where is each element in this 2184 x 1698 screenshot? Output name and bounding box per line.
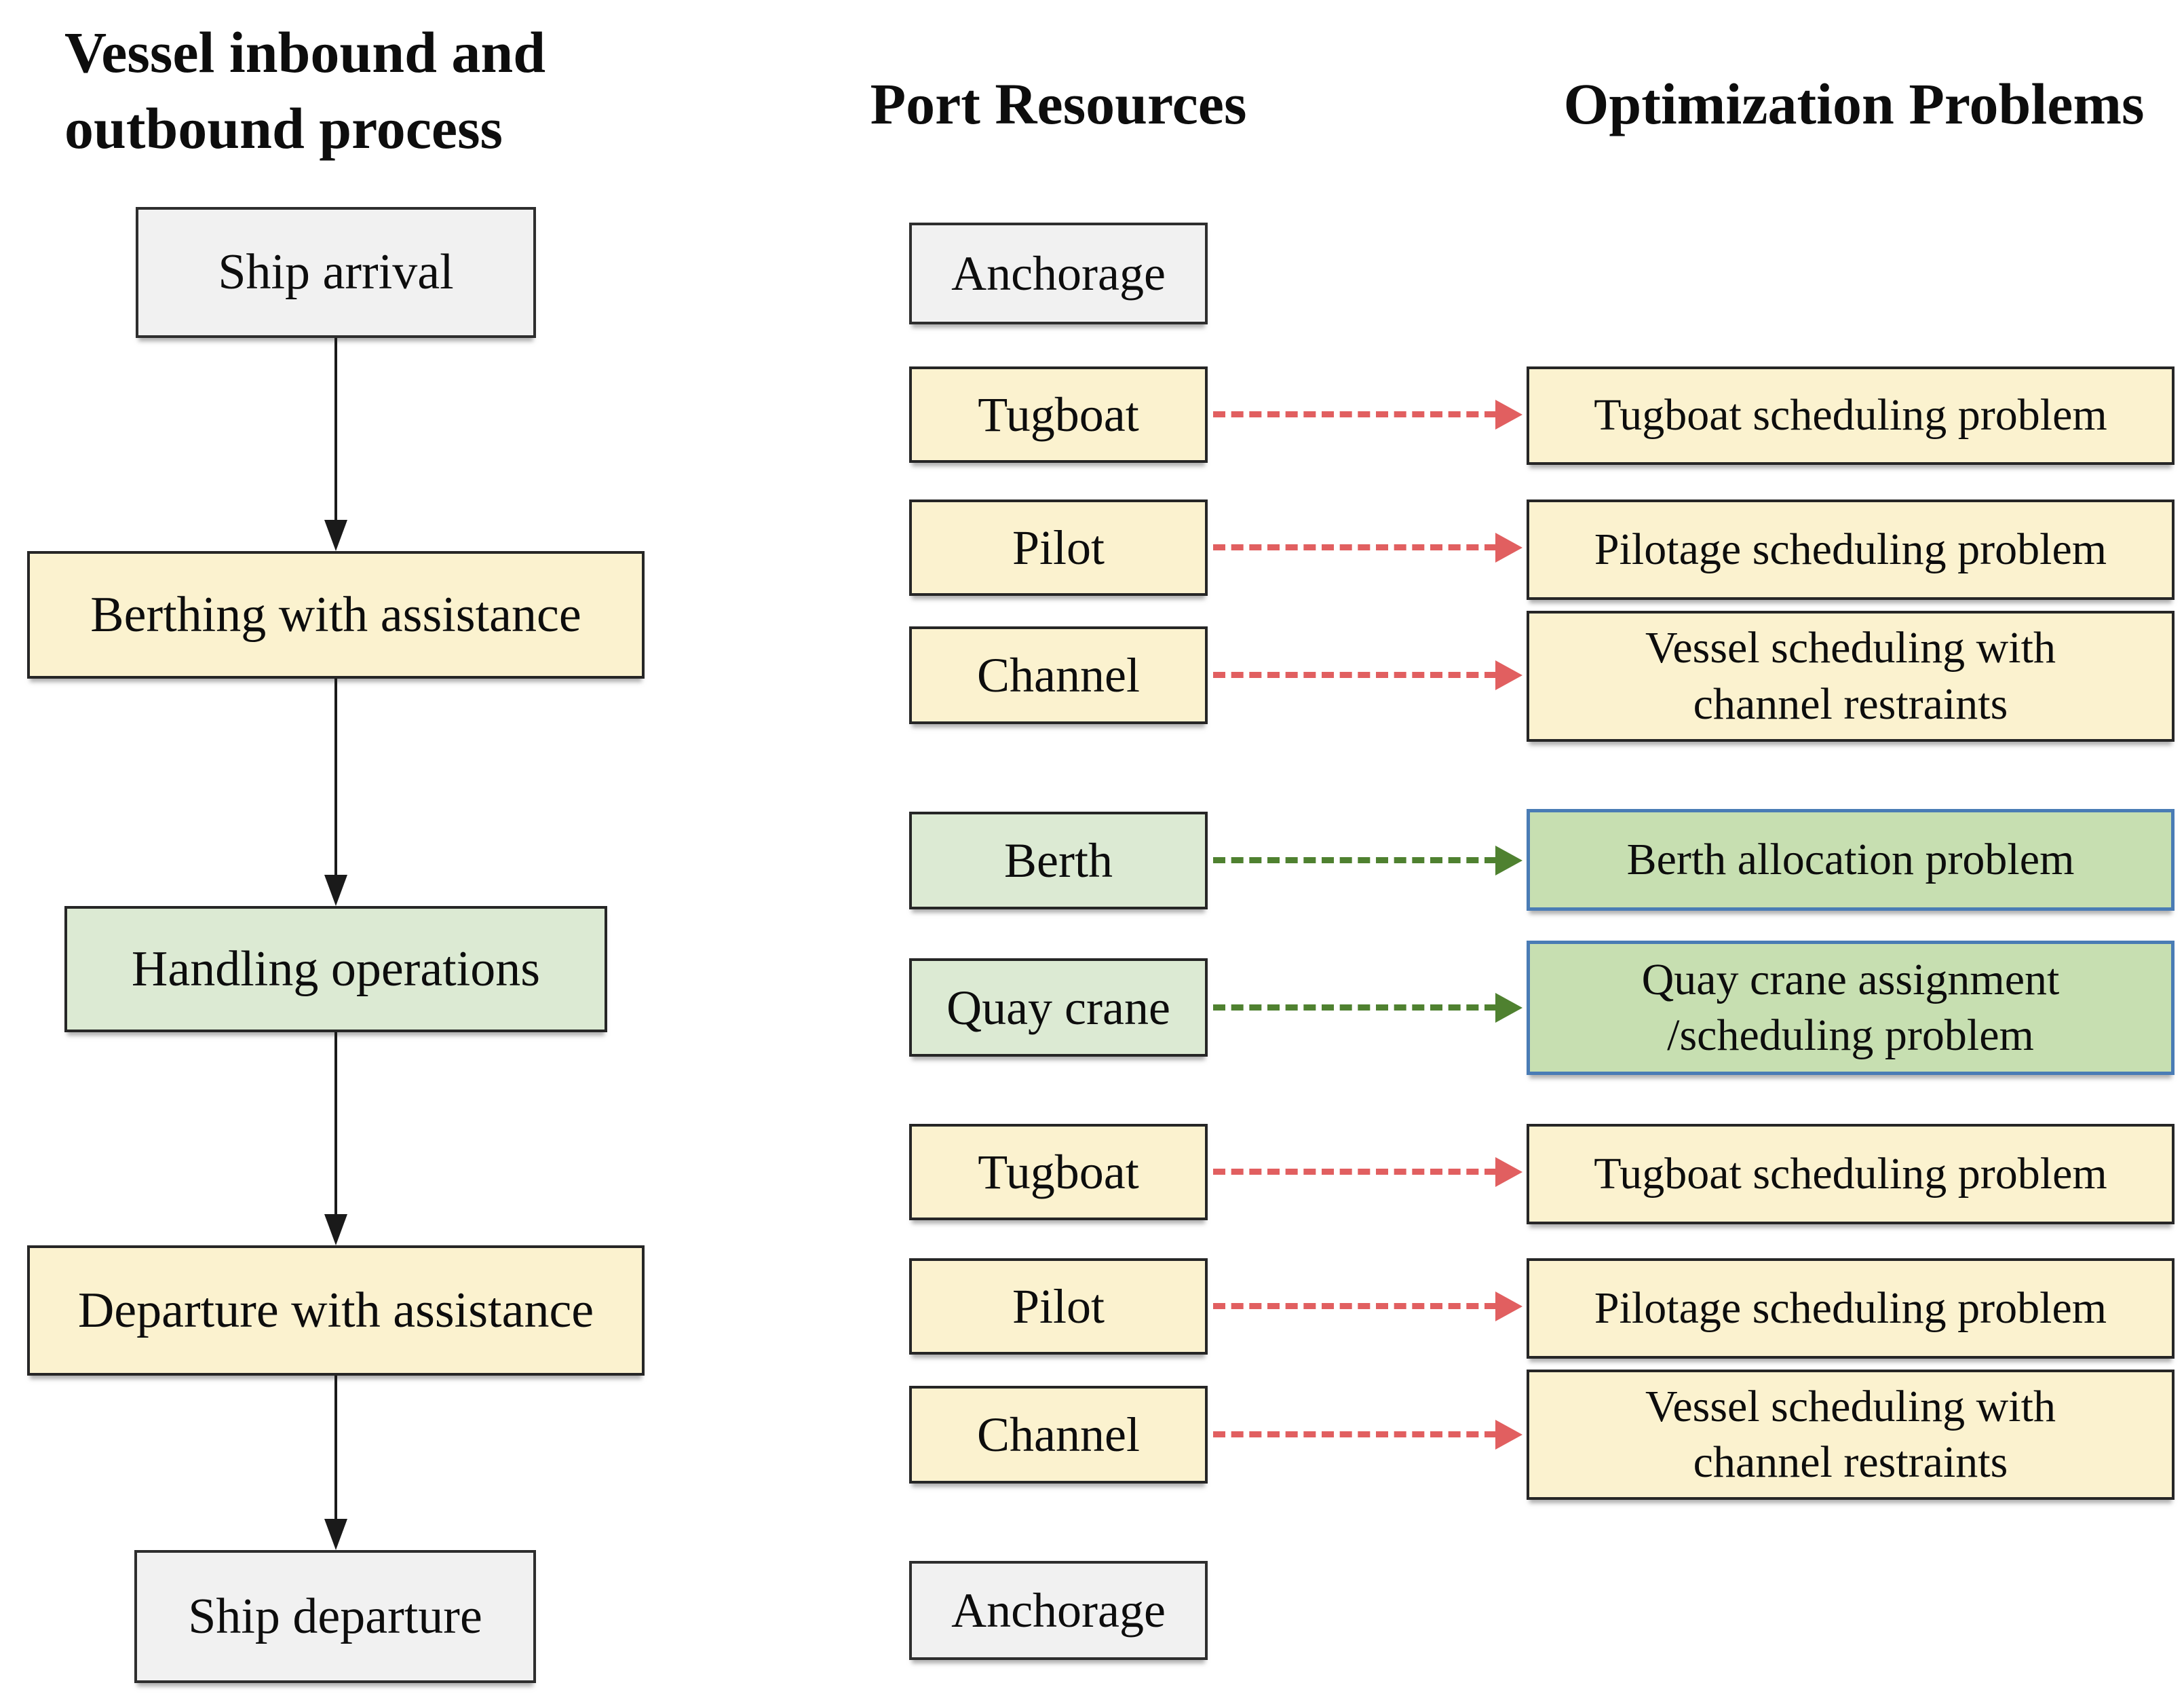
problem-label-line1: Vessel scheduling with	[1645, 623, 2056, 673]
arrow-line	[1213, 411, 1497, 417]
dashed-arrow-red-icon	[1213, 533, 1522, 563]
resource-channel-inbound: Channel	[909, 626, 1208, 724]
arrow-head-icon	[1495, 1420, 1522, 1450]
problem-pilotage-scheduling-2: Pilotage scheduling problem	[1527, 1258, 2175, 1359]
dashed-arrow-red-icon	[1213, 1291, 1522, 1321]
arrow-head-icon	[1495, 1157, 1522, 1187]
resource-label: Berth	[1004, 833, 1113, 888]
problem-tugboat-scheduling-2: Tugboat scheduling problem	[1527, 1124, 2175, 1224]
resource-pilot-inbound: Pilot	[909, 499, 1208, 596]
resource-channel-outbound: Channel	[909, 1386, 1208, 1484]
arrow-line	[1213, 672, 1497, 678]
process-title-line1: Vessel inbound and	[64, 20, 546, 85]
problem-tugboat-scheduling-1: Tugboat scheduling problem	[1527, 366, 2175, 465]
problem-label: Pilotage scheduling problem	[1594, 524, 2107, 574]
arrow-head-icon	[324, 1519, 347, 1550]
resource-quay-crane: Quay crane	[909, 958, 1208, 1057]
process-title-line2: outbound process	[64, 95, 503, 161]
resource-label: Pilot	[1012, 521, 1105, 575]
problem-label: Berth allocation problem	[1626, 834, 2075, 884]
arrow-line	[1213, 544, 1497, 550]
dashed-arrow-red-icon	[1213, 1420, 1522, 1450]
problem-vessel-scheduling-2: Vessel scheduling with channel restraint…	[1527, 1370, 2175, 1500]
problem-label: Tugboat scheduling problem	[1594, 1148, 2107, 1199]
arrow-head-icon	[1495, 993, 1522, 1023]
problem-label-line2: channel restraints	[1693, 1437, 2008, 1487]
process-step-label: Ship arrival	[218, 244, 454, 301]
resource-anchorage-top: Anchorage	[909, 223, 1208, 324]
resource-label: Channel	[977, 648, 1140, 702]
flow-arrow-down-icon	[322, 1032, 349, 1245]
resource-anchorage-bottom: Anchorage	[909, 1561, 1208, 1660]
dashed-arrow-green-icon	[1213, 846, 1522, 875]
problem-label-line2: /scheduling problem	[1667, 1011, 2034, 1060]
resource-label: Channel	[977, 1408, 1140, 1462]
flow-arrow-down-icon	[322, 1376, 349, 1550]
arrow-head-icon	[324, 520, 347, 551]
process-step-handling: Handling operations	[64, 906, 607, 1032]
dashed-arrow-red-icon	[1213, 1157, 1522, 1187]
resource-label: Tugboat	[978, 388, 1139, 442]
problem-label: Pilotage scheduling problem	[1594, 1283, 2107, 1333]
arrow-line	[1213, 857, 1497, 863]
dashed-arrow-red-icon	[1213, 660, 1522, 690]
resources-column-title: Port Resources	[870, 71, 1247, 136]
resource-label: Quay crane	[946, 980, 1170, 1035]
arrow-head-icon	[1495, 533, 1522, 563]
process-step-departure: Departure with assistance	[27, 1245, 645, 1376]
arrow-head-icon	[324, 1214, 347, 1245]
resource-tugboat-inbound: Tugboat	[909, 366, 1208, 463]
problems-column-title: Optimization Problems	[1563, 71, 2145, 136]
problem-label-line2: channel restraints	[1693, 679, 2008, 729]
problem-quay-crane-assignment: Quay crane assignment /scheduling proble…	[1527, 941, 2175, 1075]
problem-berth-allocation: Berth allocation problem	[1527, 809, 2175, 911]
resource-label: Tugboat	[978, 1145, 1139, 1199]
arrow-head-icon	[324, 875, 347, 906]
flow-arrow-down-icon	[322, 338, 349, 551]
arrow-head-icon	[1495, 1291, 1522, 1321]
resource-label: Anchorage	[951, 1583, 1166, 1638]
problem-label: Tugboat scheduling problem	[1594, 390, 2107, 440]
arrow-line	[1213, 1431, 1497, 1437]
dashed-arrow-green-icon	[1213, 993, 1522, 1023]
resource-label: Anchorage	[951, 246, 1166, 301]
process-column-title: Vessel inbound and outbound process	[64, 15, 662, 167]
dashed-arrow-red-icon	[1213, 400, 1522, 430]
process-step-label: Handling operations	[131, 941, 541, 997]
resource-berth: Berth	[909, 812, 1208, 909]
flow-arrow-down-icon	[322, 679, 349, 906]
process-step-label: Berthing with assistance	[90, 586, 581, 643]
process-step-label: Ship departure	[188, 1588, 482, 1644]
arrow-head-icon	[1495, 660, 1522, 690]
process-step-ship-departure: Ship departure	[134, 1550, 536, 1683]
problem-pilotage-scheduling-1: Pilotage scheduling problem	[1527, 499, 2175, 600]
problem-label-line1: Quay crane assignment	[1641, 954, 2060, 1004]
arrow-line	[334, 338, 337, 524]
problem-label-line1: Vessel scheduling with	[1645, 1381, 2056, 1431]
arrow-line	[334, 1376, 337, 1523]
arrow-head-icon	[1495, 400, 1522, 430]
arrow-line	[334, 1032, 337, 1218]
arrow-line	[1213, 1004, 1497, 1011]
process-step-label: Departure with assistance	[77, 1282, 594, 1338]
arrow-head-icon	[1495, 846, 1522, 875]
problem-vessel-scheduling-1: Vessel scheduling with channel restraint…	[1527, 611, 2175, 742]
arrow-line	[334, 679, 337, 879]
arrow-line	[1213, 1303, 1497, 1309]
process-step-berthing: Berthing with assistance	[27, 551, 645, 679]
resource-label: Pilot	[1012, 1279, 1105, 1334]
process-step-ship-arrival: Ship arrival	[136, 207, 536, 338]
arrow-line	[1213, 1169, 1497, 1175]
resource-pilot-outbound: Pilot	[909, 1258, 1208, 1355]
resource-tugboat-outbound: Tugboat	[909, 1124, 1208, 1220]
